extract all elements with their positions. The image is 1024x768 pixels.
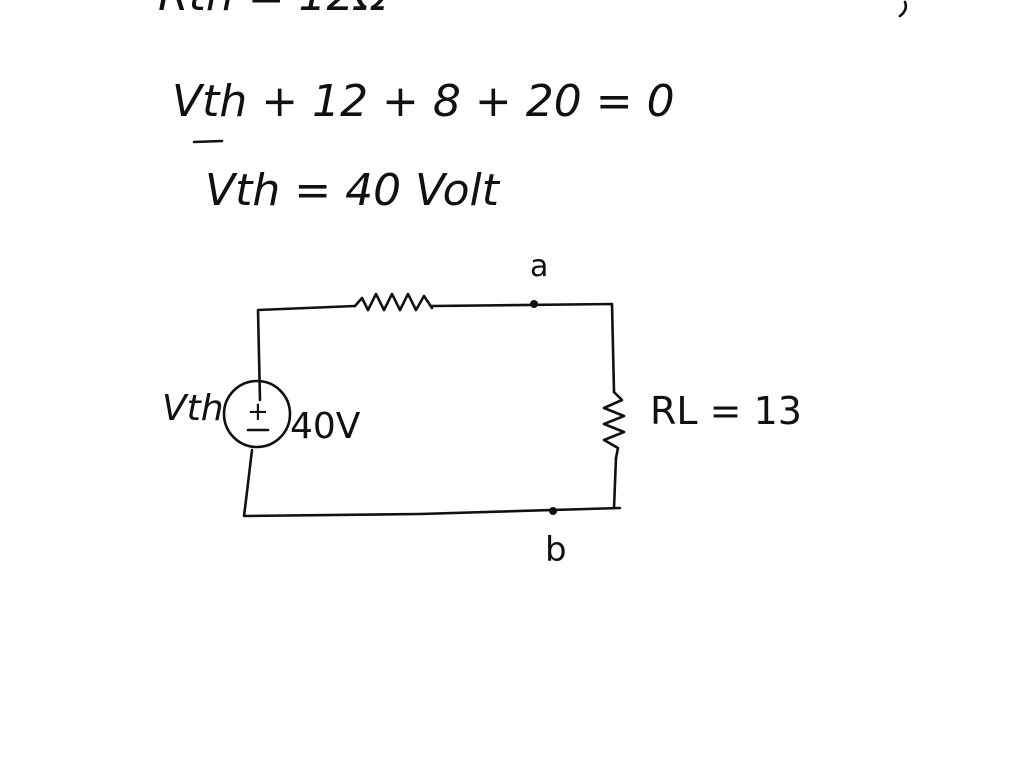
top-wire-right: [430, 302, 616, 394]
load-resistor: [602, 390, 626, 460]
node-a-dot: [530, 300, 538, 308]
right-wire-lower: [612, 456, 618, 510]
vth-result: Vth = 40 Volt: [205, 165, 501, 216]
top-wire-left: [256, 304, 357, 402]
series-resistor: [353, 292, 434, 312]
source-circle: [222, 379, 292, 449]
stray-ink-mark: [898, 0, 908, 18]
bottom-wire: [242, 448, 622, 518]
vth-underline: [192, 139, 224, 144]
source-plus-sign: +: [247, 397, 269, 427]
node-a-label: a: [530, 249, 548, 284]
node-b-dot: [549, 507, 557, 515]
kvl-equation: Vth + 12 + 8 + 20 = 0: [172, 76, 675, 127]
source-value: 40V: [290, 406, 361, 447]
node-b-label: b: [545, 530, 567, 570]
source-name: Vth: [162, 388, 224, 429]
rth-note-cropped: Rth = 12Ω: [158, 0, 389, 21]
thevenin-circuit: a RL = 13 + Vth 40V b: [162, 249, 802, 570]
load-label: RL = 13: [650, 389, 802, 433]
